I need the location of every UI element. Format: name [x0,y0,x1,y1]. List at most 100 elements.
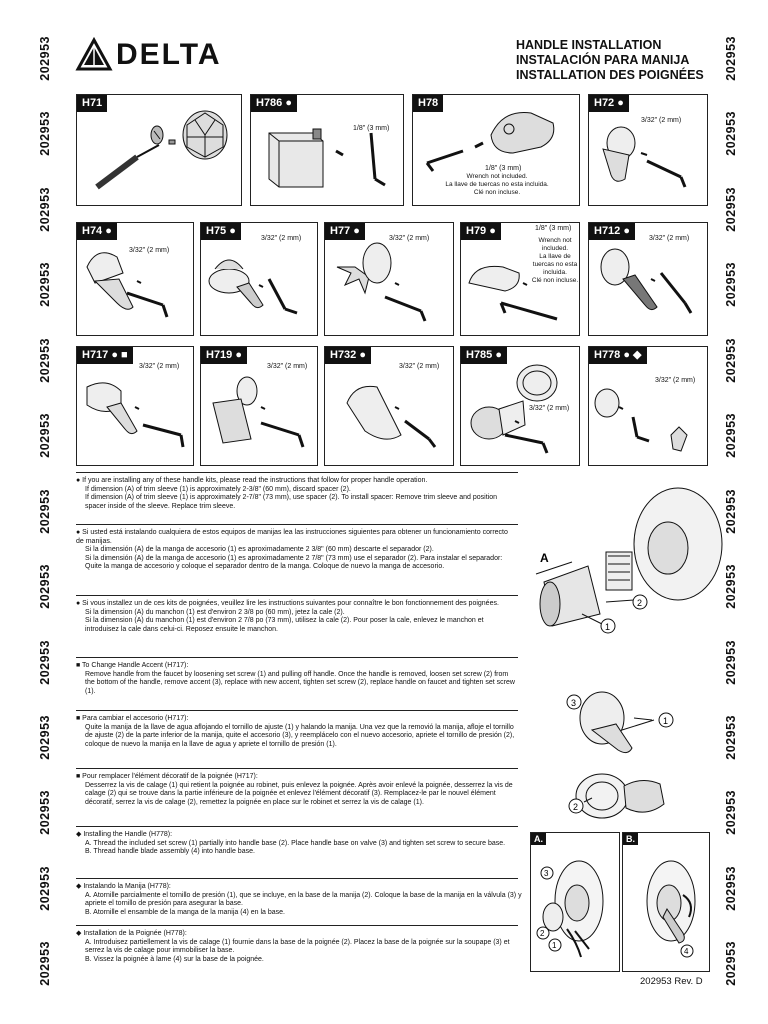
callout-2: 2 [536,926,550,940]
instruction-line: Si la dimensión (A) de la manga de acces… [85,554,503,571]
accent-instructions-en: ■ To Change Handle Accent (H717): Remove… [76,662,516,696]
spacer-diagram: A 2 1 [535,487,723,634]
section-divider [76,878,518,879]
callout-1: 1 [600,618,616,634]
instruction-line: B. Atornille el ensamble de la manga de … [85,908,286,916]
step-label: A. [531,833,546,845]
step-a-illustration: 3 2 1 [536,860,604,958]
doc-number: 202953 [38,36,52,81]
title-es: INSTALACIÓN PARA MANIJA [516,53,690,67]
model-panel-h717: H717 ● ■ 3/32" (2 mm) [76,346,194,466]
callout-number: 3 [571,698,576,708]
instruction-line: If dimension (A) of trim sleeve (1) is a… [85,485,351,493]
section-divider [76,595,518,596]
model-panel-h712: H712 ● 3/32" (2 mm) [588,222,708,336]
brand-name: DELTA [116,38,222,71]
model-tag: H77 ● [325,223,365,240]
doc-number: 202953 [38,488,52,534]
callout-number: 4 [684,947,689,956]
section-heading: ■ To Change Handle Accent (H717): [76,662,189,669]
section-heading: ◆ Instalando la Manija (H778): [76,883,171,890]
doc-number: 202953 [724,186,738,232]
doc-number: 202953 [38,865,52,911]
doc-number: 202953 [38,639,52,685]
wrench-size-label: 1/8" (3 mm) [535,225,572,232]
section-heading: ◆ Installation de la Poignée (H778): [76,930,187,937]
model-tag: H75 ● [201,223,241,240]
h778-step-a-panel: A. 3 2 1 [530,832,620,972]
section-heading: ◆ Installing the Handle (H778): [76,831,173,838]
handle-illustration [86,252,169,318]
handle-illustration [470,364,558,454]
callout-3: 3 [566,694,582,710]
doc-number: 202953 [38,564,52,609]
doc-number: 202953 [724,941,738,986]
model-panel-h74: H74 ● 3/32" (2 mm) [76,222,194,336]
model-tag: H778 ● ◆ [589,347,647,364]
model-panel-h78: H78 1/8" (3 mm) Wrench not included. La … [412,94,580,206]
wrench-not-included-note: Wrench not included. La llave de tuercas… [531,237,579,284]
model-tag: H78 [413,95,444,112]
doc-number: 202953 [724,262,738,308]
doc-number: 202953 [724,111,738,157]
section-divider [76,657,518,658]
h778-instructions-en: ◆ Installing the Handle (H778): A. Threa… [76,831,522,857]
instruction-line: A. Introduisez partiellement la vis de c… [85,938,510,955]
wrench-size-label: 3/32" (2 mm) [129,247,170,254]
callout-number: 2 [573,802,578,812]
handle-illustration [86,382,185,448]
model-tag: H712 ● [589,223,635,240]
model-tag: H74 ● [77,223,117,240]
delta-logo: DELTA [75,36,222,72]
callout-number: 2 [637,598,642,608]
instruction-line: If dimension (A) of trim sleeve (1) is a… [85,494,498,510]
handle-illustration [468,265,558,321]
instruction-line: Si la dimension (A) du manchon (1) est d… [85,608,345,616]
spacer-instructions-fr: ● Si vous installez un de ces kits de po… [76,600,516,634]
callout-number: 1 [552,941,557,950]
handle-illustration [602,126,687,188]
doc-number: 202953 [724,714,738,760]
handle-illustration [212,376,305,448]
wrench-size-label: 3/32" (2 mm) [261,235,302,242]
callout-4: 4 [680,944,694,958]
doc-number: 202953 [38,262,52,308]
section-heading: ■ Para cambiar el accesorio (H717): [76,715,189,722]
wrench-size-label: 3/32" (2 mm) [529,405,570,412]
accent-diagram: 3 1 [566,691,674,754]
instruction-line: Desserrez la vis de calage (1) qui retie… [85,781,513,806]
wrench-size-label: 3/32" (2 mm) [139,363,180,370]
doc-number: 202953 [724,639,738,685]
section-divider [76,710,518,711]
model-panel-h79: H79 ● 1/8" (3 mm) Wrench not included. L… [460,222,580,336]
spacer-instructions-en: ● If you are installing any of these han… [76,477,516,511]
model-tag: H71 [77,95,108,112]
doc-number: 202953 [724,36,738,81]
instruction-line: B. Vissez la poignée à lame (4) sur la b… [85,955,264,963]
wrench-size-label: 1/8" (3 mm) [485,165,522,172]
wrench-not-included-note: Wrench not included. La llave de tuercas… [445,173,549,196]
step-b-illustration: 4 [646,860,696,958]
instruction-line: A. Thread the included set screw (1) par… [85,839,506,847]
title-en: HANDLE INSTALLATION [516,38,662,52]
wrench-size-label: 3/32" (2 mm) [649,235,690,242]
model-tag: H719 ● [201,347,247,364]
callout-number: 2 [540,929,545,938]
h778-instructions-es: ◆ Instalando la Manija (H778): A. Atorni… [76,883,522,917]
delta-triangle-icon [75,36,113,71]
model-tag: H79 ● [461,223,501,240]
doc-number: 202953 [724,564,738,609]
left-doc-number-strip: 202953 202953 202953 202953 202953 20295… [38,36,52,986]
handle-illustration [208,259,298,315]
instruction-line: Quite la manija de la llave de agua aflo… [85,723,515,748]
step-label: B. [623,833,638,845]
handle-illustration [600,248,693,314]
doc-number: 202953 [38,714,52,760]
wrench-size-label: 3/32" (2 mm) [655,377,696,384]
model-panel-h72: H72 ● 3/32" (2 mm) [588,94,708,206]
handle-illustration [336,242,427,322]
doc-number: 202953 [724,413,738,458]
wrench-size-label: 3/32" (2 mm) [389,235,430,242]
instruction-line: Remove handle from the faucet by looseni… [85,670,515,695]
footer-doc-rev: 202953 Rev. D [640,976,703,987]
